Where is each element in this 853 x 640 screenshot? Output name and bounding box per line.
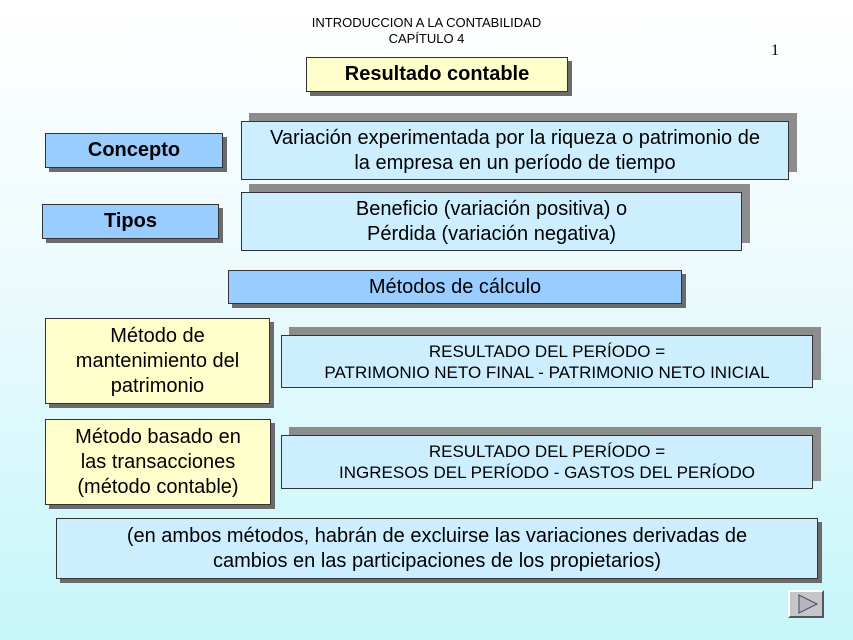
slide-title: Resultado contable (306, 57, 568, 92)
exclusion-note-line1: (en ambos métodos, habrán de excluirse l… (126, 524, 748, 547)
concept-definition: Variación experimentada por la riqueza o… (241, 121, 789, 180)
method-transactions-formula: RESULTADO DEL PERÍODO = INGRESOS DEL PER… (281, 435, 813, 489)
method-patrimony-label-line1: Método de (110, 324, 205, 347)
concept-text-line2: la empresa en un período de tiempo (354, 151, 676, 174)
play-triangle-icon (798, 594, 819, 614)
method-patrimony-label: Método de mantenimiento del patrimonio (45, 318, 270, 404)
method-patrimony-label-line2: mantenimiento del (75, 349, 240, 372)
types-text-line2: Pérdida (variación negativa) (366, 222, 617, 245)
method-transactions-label-line1: Método basado en (75, 425, 241, 448)
course-title: INTRODUCCION A LA CONTABILIDAD (311, 15, 542, 30)
types-label: Tipos (42, 204, 219, 239)
method-transactions-label-line3: (método contable) (77, 475, 239, 498)
methods-heading: Métodos de cálculo (228, 270, 682, 304)
method-transactions-label: Método basado en las transacciones (méto… (45, 419, 271, 505)
method-patrimony-formula-line1: RESULTADO DEL PERÍODO = (428, 341, 666, 361)
concept-text-line1: Variación experimentada por la riqueza o… (270, 126, 760, 149)
next-slide-button[interactable] (788, 590, 824, 618)
method-patrimony-formula: RESULTADO DEL PERÍODO = PATRIMONIO NETO … (281, 335, 813, 388)
types-text-line1: Beneficio (variación positiva) o (355, 197, 628, 220)
course-header: INTRODUCCION A LA CONTABILIDAD CAPÍTULO … (0, 15, 853, 47)
method-patrimony-label-line3: patrimonio (110, 374, 205, 397)
method-patrimony-formula-line2: PATRIMONIO NETO FINAL - PATRIMONIO NETO … (324, 362, 770, 382)
method-transactions-label-line2: las transacciones (80, 450, 236, 473)
page-number: 1 (771, 42, 779, 59)
exclusion-note: (en ambos métodos, habrán de excluirse l… (56, 518, 818, 579)
method-transactions-formula-line1: RESULTADO DEL PERÍODO = (428, 442, 666, 461)
exclusion-note-line2: cambios en las participaciones de los pr… (212, 549, 661, 572)
chapter-label: CAPÍTULO 4 (388, 31, 465, 46)
concept-label: Concepto (45, 133, 223, 168)
types-definition: Beneficio (variación positiva) o Pérdida… (241, 192, 742, 251)
method-transactions-formula-line2: INGRESOS DEL PERÍODO - GASTOS DEL PERÍOD… (339, 463, 755, 482)
